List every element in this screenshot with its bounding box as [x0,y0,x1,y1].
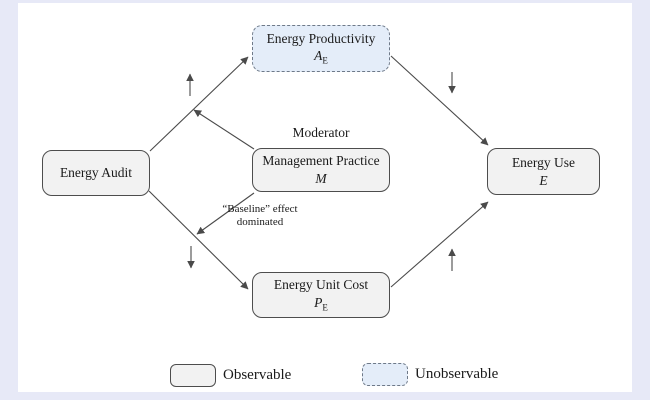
node-energy-audit: Energy Audit [42,150,150,196]
legend-item-unobservable: Unobservable [362,363,498,386]
unobservable-swatch [362,363,408,386]
baseline-effect-note-line2: dominated [236,215,284,228]
baseline-effect-note-line1: “Baseline” effect [222,203,298,215]
node-symbol: E [539,172,548,188]
unobservable-label: Unobservable [415,366,499,382]
node-title: Management Practice [262,153,380,169]
node-symbol: AE [314,48,328,66]
node-management-practice: Management Practice M [252,148,390,192]
node-energy-productivity: Energy Productivity AE [252,25,390,72]
node-title: Energy Audit [59,165,133,181]
legend-item-observable: Observable [170,364,291,387]
node-energy-unit-cost: Energy Unit Cost PE [252,272,390,318]
node-title: Energy Use [511,154,576,170]
observable-swatch [170,364,216,387]
node-title: Energy Productivity [266,30,376,46]
node-energy-use: Energy Use E [487,148,600,195]
node-symbol: PE [314,294,328,313]
node-title: Energy Unit Cost [273,277,369,293]
observable-label: Observable [223,367,292,383]
baseline-effect-note: “Baseline” effect dominated [198,203,322,229]
node-symbol: M [315,171,327,186]
moderator-label: Moderator [292,125,350,140]
